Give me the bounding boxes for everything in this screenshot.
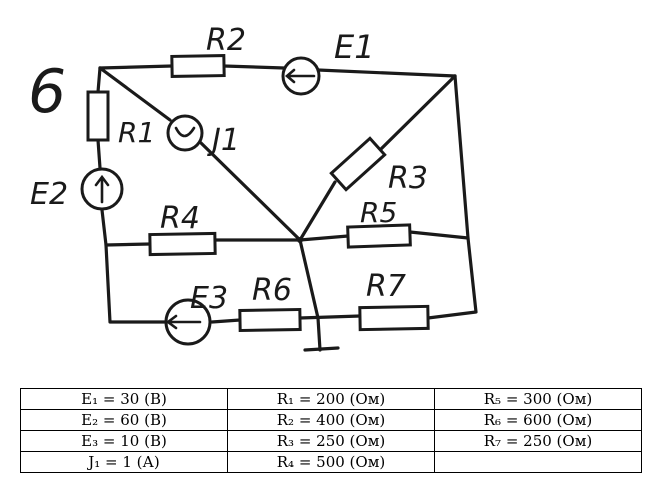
- table-cell: E₁ = 30 (В): [20, 388, 228, 410]
- table-cell: [434, 451, 642, 473]
- parameters-table: E₁ = 30 (В) R₁ = 200 (Ом) R₅ = 300 (Ом) …: [20, 388, 642, 473]
- table-cell: E₂ = 60 (В): [20, 409, 228, 431]
- label-e3: E3: [190, 281, 228, 316]
- table-cell: E₃ = 10 (В): [20, 430, 228, 452]
- resistor-r6: [238, 307, 302, 333]
- resistor-r4: [148, 231, 217, 257]
- label-r6: R6: [252, 273, 292, 308]
- label-r3: R3: [388, 161, 428, 196]
- table-row: E₂ = 60 (В) R₂ = 400 (Ом) R₆ = 600 (Ом): [20, 409, 642, 431]
- resistor-r7: [358, 304, 430, 332]
- label-j1: J1: [207, 123, 240, 158]
- resistor-r2: [170, 54, 226, 78]
- label-e2: E2: [30, 177, 68, 212]
- node-center: [297, 237, 303, 243]
- table-cell: R₁ = 200 (Ом): [227, 388, 435, 410]
- resistor-r5: [346, 223, 412, 249]
- table-cell: R₅ = 300 (Ом): [434, 388, 642, 410]
- current-source-j1: [166, 114, 204, 152]
- emf-source-e3: [164, 298, 212, 346]
- variant-number: 6: [28, 57, 66, 127]
- table-cell: R₃ = 250 (Ом): [227, 430, 435, 452]
- label-r5: R5: [360, 196, 397, 229]
- table-row: J₁ = 1 (А) R₄ = 500 (Ом): [20, 451, 642, 473]
- emf-source-e1: [281, 56, 321, 96]
- table-row: E₃ = 10 (В) R₃ = 250 (Ом) R₇ = 250 (Ом): [20, 430, 642, 452]
- resistor-r3: [329, 136, 387, 192]
- label-r2: R2: [206, 23, 246, 58]
- table-cell: R₄ = 500 (Ом): [227, 451, 435, 473]
- table-row: E₁ = 30 (В) R₁ = 200 (Ом) R₅ = 300 (Ом): [20, 388, 642, 410]
- label-r7: R7: [366, 269, 406, 304]
- table-cell: R₇ = 250 (Ом): [434, 430, 642, 452]
- circuit-diagram: 6 R2 E1 R1 J1 R3 E2 R4 R5 E3 R6 R7: [28, 23, 478, 352]
- table-cell: R₂ = 400 (Ом): [227, 409, 435, 431]
- resistor-r1: [86, 90, 110, 142]
- label-r4: R4: [160, 201, 200, 236]
- label-r1: R1: [118, 116, 155, 149]
- emf-source-e2: [80, 167, 124, 211]
- table-cell: J₁ = 1 (А): [20, 451, 228, 473]
- label-e1: E1: [334, 28, 375, 66]
- table-cell: R₆ = 600 (Ом): [434, 409, 642, 431]
